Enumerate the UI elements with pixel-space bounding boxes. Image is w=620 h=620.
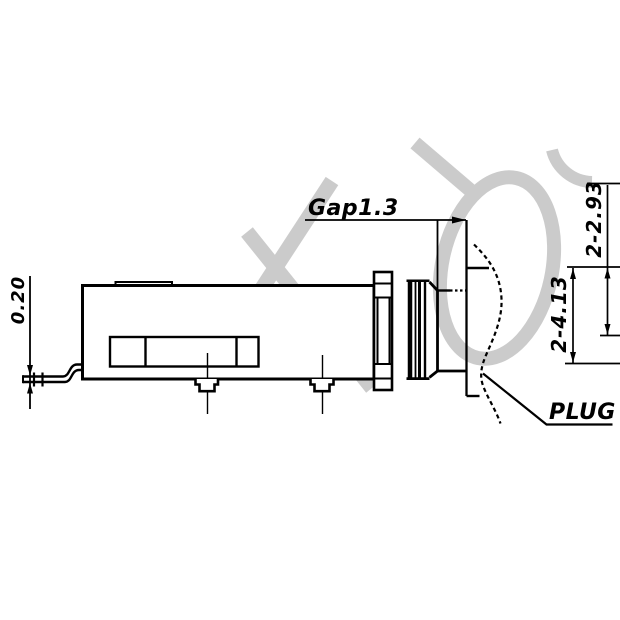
- plug-break-curve: [473, 243, 503, 424]
- body-window: [108, 335, 260, 368]
- arrowhead-down: [604, 324, 611, 335]
- plug-callout: [482, 372, 613, 426]
- gap-dimension-label: Gap1.3: [308, 196, 399, 221]
- pin-right: [309, 379, 335, 393]
- taper-bottom: [428, 369, 439, 379]
- lead-thickness-label: 0.20: [8, 276, 29, 324]
- watermark-arc: [546, 148, 593, 188]
- pin-left: [194, 379, 220, 393]
- plug-outline: [465, 220, 503, 424]
- arrowhead-down: [27, 365, 33, 376]
- lead-wire: [22, 363, 83, 387]
- dimension-gap: [305, 216, 466, 291]
- dimension-right-upper: [567, 182, 620, 337]
- connector-body: [81, 281, 376, 381]
- lead-wire-top-edge: [23, 363, 83, 378]
- dimension-right-lower: [565, 268, 620, 365]
- arrowhead-up: [570, 268, 576, 279]
- right-upper-dimension-label: 2-2.93: [582, 180, 606, 258]
- arrowhead-right: [452, 216, 466, 224]
- watermark-stroke: [410, 137, 475, 196]
- arrowhead-down: [570, 352, 576, 363]
- right-lower-dimension-label: 2-4.13: [547, 275, 571, 353]
- mounting-flange: [372, 270, 394, 392]
- solder-pins: [194, 353, 335, 414]
- plug-label: PLUG: [549, 400, 616, 425]
- lead-wire-bottom-edge: [23, 368, 83, 384]
- front-barrel: [436, 289, 467, 373]
- watermark-curve: [432, 170, 562, 366]
- arrowhead-up: [27, 383, 33, 394]
- bushing-rings: [406, 279, 439, 380]
- dimension-lead-thickness: [27, 276, 33, 409]
- arrowhead-up: [604, 268, 611, 279]
- taper-top: [428, 281, 439, 292]
- plug-leader-line: [482, 372, 613, 426]
